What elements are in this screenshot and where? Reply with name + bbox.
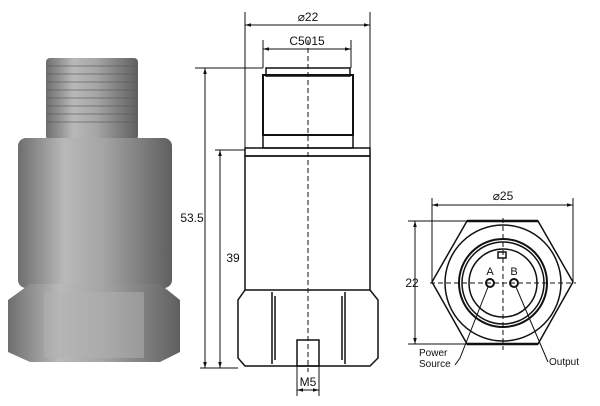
outer-diameter-label: ⌀22 [298, 10, 319, 24]
pin-a-label: A [486, 266, 494, 278]
source-label: Source [419, 359, 451, 370]
end-diameter-label: ⌀25 [493, 189, 514, 203]
body-height-label: 39 [226, 251, 240, 265]
thread-label: M5 [300, 375, 317, 389]
sensor-photo [8, 58, 180, 362]
output-label: Output [549, 357, 579, 368]
pin-b-label: B [510, 266, 517, 278]
flat-width-label: 22 [405, 276, 419, 290]
side-view-drawing [195, 12, 379, 396]
total-height-label: 53.5 [180, 211, 204, 225]
connector-label: C5015 [289, 34, 325, 48]
end-view-drawing [408, 198, 576, 366]
power-label: Power [419, 348, 448, 359]
